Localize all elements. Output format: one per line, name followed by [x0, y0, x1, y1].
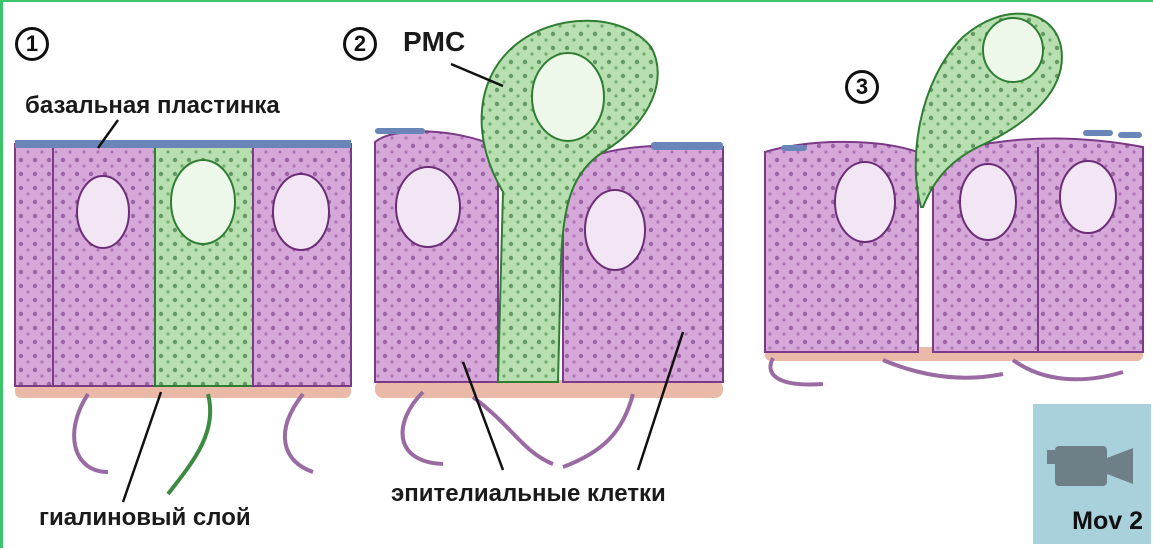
nucleus	[77, 176, 129, 248]
basal-lamina-band	[375, 128, 425, 134]
video-camera-icon	[1047, 444, 1133, 490]
step-number-2: 2	[343, 27, 377, 61]
hyaline-layer-label: гиалиновый слой	[39, 504, 251, 532]
movie-2-label: Mov 2	[1072, 507, 1143, 536]
nucleus	[983, 18, 1043, 82]
basal-lamina-label: базальная пластинка	[25, 92, 280, 120]
cilium	[770, 358, 823, 385]
cilium	[168, 394, 210, 494]
pmc-label: PMC	[403, 26, 465, 58]
nucleus	[396, 167, 460, 247]
basal-lamina-band	[781, 145, 807, 151]
step-number-1: 1	[15, 27, 49, 61]
cilium	[563, 394, 633, 467]
nucleus	[171, 160, 235, 244]
nucleus	[585, 190, 645, 270]
cilium	[473, 397, 553, 464]
cilium	[74, 394, 108, 472]
epithelial-cells-label: эпителиальные клетки	[391, 480, 666, 508]
panel-3	[765, 14, 1143, 385]
basal-lamina-band	[1083, 130, 1113, 136]
nucleus	[835, 162, 895, 242]
nucleus	[960, 164, 1016, 240]
movie-2-button[interactable]: Mov 2	[1033, 404, 1151, 544]
nucleus	[273, 174, 329, 250]
nucleus	[1060, 161, 1116, 233]
cilium	[883, 360, 1003, 378]
hyaline-layer-pointer-line	[123, 392, 161, 502]
basal-lamina-band	[15, 140, 351, 148]
step-number-3: 3	[845, 70, 879, 104]
panel-1	[15, 140, 351, 494]
panel-2	[375, 21, 723, 470]
ingression-illustration	[3, 2, 1153, 550]
cilium	[1013, 360, 1123, 379]
nucleus	[532, 53, 604, 141]
basal-lamina-band	[651, 142, 723, 150]
basal-lamina-band	[1118, 132, 1142, 138]
cilium	[403, 392, 443, 464]
cilium	[285, 394, 313, 472]
